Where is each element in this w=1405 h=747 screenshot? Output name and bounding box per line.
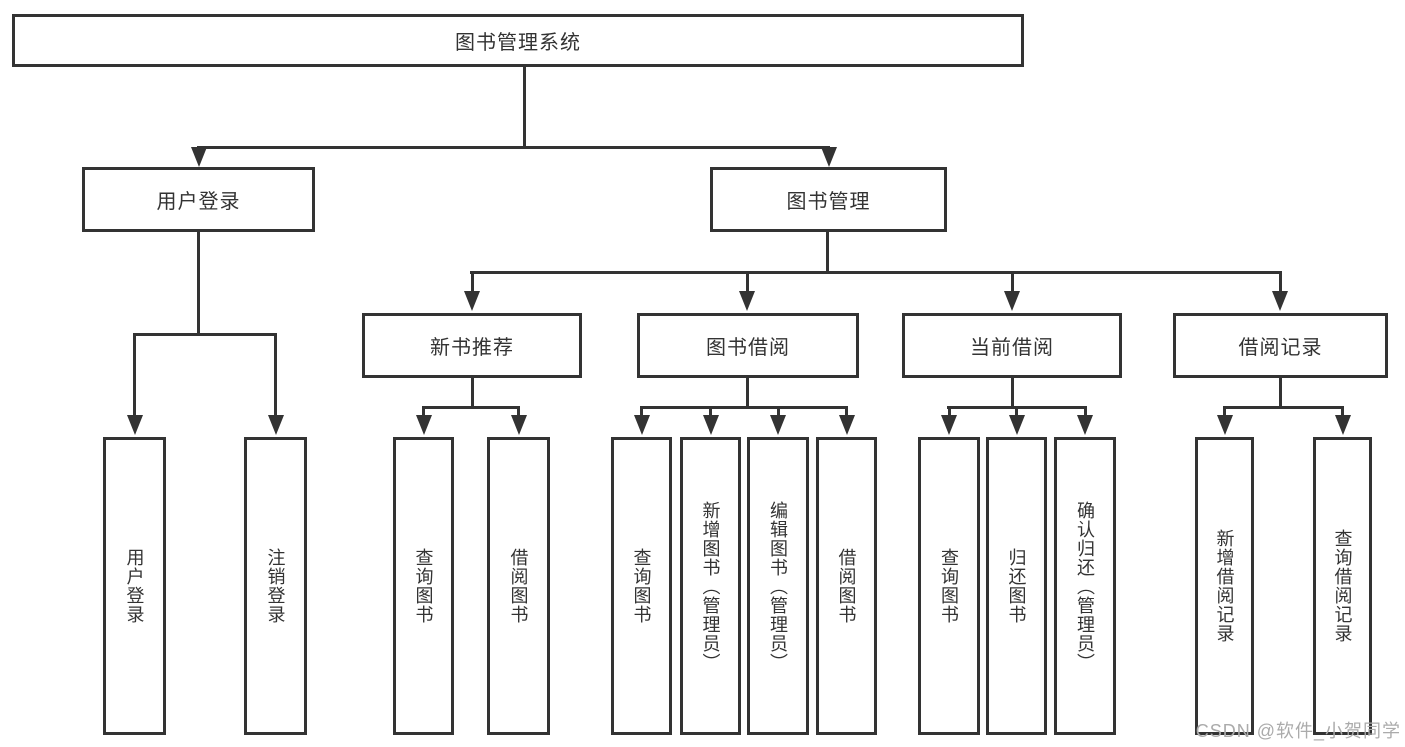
node-label: 新书推荐 <box>430 337 514 359</box>
node-label: 当前借阅 <box>970 337 1054 359</box>
arrow-down-icon <box>1216 415 1233 435</box>
connector-line <box>517 406 520 418</box>
leaf-label: 归还图书 <box>1006 548 1027 624</box>
connector-line <box>1223 406 1226 418</box>
node-new-book-recommend: 新书推荐 <box>362 313 582 378</box>
arrow-down-icon <box>770 415 786 435</box>
leaf-label: 查询借阅记录 <box>1332 529 1353 643</box>
leaf-user-login: 用户登录 <box>103 437 166 735</box>
arrow-down-icon <box>838 415 855 435</box>
leaf-label: 新增图书（管理员） <box>700 500 721 672</box>
arrow-down-icon <box>941 415 957 435</box>
connector-line <box>845 406 848 418</box>
node-library-management-system: 图书管理系统 <box>12 14 1024 67</box>
connector-line <box>274 333 277 417</box>
leaf-confirm-return-admin: 确认归还（管理员） <box>1054 437 1116 735</box>
leaf-edit-books-admin: 编辑图书（管理员） <box>747 437 809 735</box>
connector-line <box>640 406 848 409</box>
leaf-label: 新增借阅记录 <box>1214 529 1235 643</box>
arrow-down-icon <box>633 415 650 435</box>
arrow-down-icon <box>267 415 284 435</box>
leaf-label: 编辑图书（管理员） <box>768 500 788 672</box>
node-label: 图书管理 <box>786 191 871 213</box>
leaf-label: 借阅图书 <box>508 548 529 624</box>
watermark-text: CSDN @软件_小贺同学 <box>1195 721 1401 741</box>
node-current-borrowing: 当前借阅 <box>902 313 1122 378</box>
arrow-down-icon <box>1272 291 1288 311</box>
connector-line <box>422 406 425 418</box>
connector-line <box>133 333 277 336</box>
leaf-query-books-borrow: 查询图书 <box>611 437 672 735</box>
connector-line <box>709 406 712 418</box>
leaf-label: 查询图书 <box>631 548 652 624</box>
connector-line <box>133 333 136 417</box>
node-user-login: 用户登录 <box>82 167 315 232</box>
leaf-add-books-admin: 新增图书（管理员） <box>680 437 741 735</box>
connector-line <box>1010 271 1014 295</box>
connector-line <box>470 378 474 408</box>
connector-line <box>1223 406 1344 409</box>
connector-line <box>947 406 951 418</box>
leaf-label: 查询图书 <box>939 548 959 624</box>
connector-line <box>640 406 643 418</box>
node-book-borrowing: 图书借阅 <box>637 313 859 378</box>
leaf-add-borrow-record: 新增借阅记录 <box>1195 437 1254 735</box>
arrow-down-icon <box>1008 415 1025 435</box>
leaf-label: 查询图书 <box>413 548 434 624</box>
connector-line <box>422 406 520 409</box>
leaf-label: 用户登录 <box>124 548 145 624</box>
node-label: 图书管理系统 <box>455 32 581 54</box>
arrow-down-icon <box>739 291 755 311</box>
connector-line <box>1341 406 1344 418</box>
leaf-query-borrow-record: 查询借阅记录 <box>1313 437 1372 735</box>
connector-line <box>745 378 749 408</box>
node-label: 图书借阅 <box>706 337 790 359</box>
connector-line <box>776 406 780 418</box>
leaf-label: 借阅图书 <box>836 548 857 624</box>
leaf-label: 确认归还（管理员） <box>1075 500 1095 672</box>
arrow-down-icon <box>415 415 432 435</box>
connector-line <box>745 271 749 295</box>
leaf-query-books-recommend: 查询图书 <box>393 437 454 735</box>
arrow-down-icon <box>1077 415 1093 435</box>
connector-line <box>1015 406 1018 418</box>
connector-line <box>1010 378 1014 408</box>
leaf-return-books: 归还图书 <box>986 437 1047 735</box>
leaf-borrow-books: 借阅图书 <box>816 437 877 735</box>
leaf-borrow-books-recommend: 借阅图书 <box>487 437 550 735</box>
connector-line <box>197 146 830 149</box>
arrow-down-icon <box>190 147 207 167</box>
arrow-down-icon <box>510 415 527 435</box>
node-book-management: 图书管理 <box>710 167 947 232</box>
arrow-down-icon <box>820 147 837 167</box>
arrow-down-icon <box>126 415 143 435</box>
connector-line <box>197 232 200 336</box>
connector-line <box>470 271 474 295</box>
node-label: 用户登录 <box>156 191 241 213</box>
connector-line <box>470 271 1282 274</box>
arrow-down-icon <box>1004 291 1020 311</box>
node-borrowing-records: 借阅记录 <box>1173 313 1388 378</box>
arrow-down-icon <box>702 415 719 435</box>
connector-line <box>1083 406 1087 418</box>
arrow-down-icon <box>464 291 480 311</box>
connector-line <box>1278 271 1282 295</box>
leaf-label: 注销登录 <box>265 548 286 624</box>
connector-line <box>1278 378 1282 408</box>
arrow-down-icon <box>1334 415 1351 435</box>
node-label: 借阅记录 <box>1238 337 1323 359</box>
leaf-logout-login: 注销登录 <box>244 437 307 735</box>
connector-line <box>523 67 526 147</box>
leaf-query-books-current: 查询图书 <box>918 437 980 735</box>
connector-line <box>826 232 829 274</box>
